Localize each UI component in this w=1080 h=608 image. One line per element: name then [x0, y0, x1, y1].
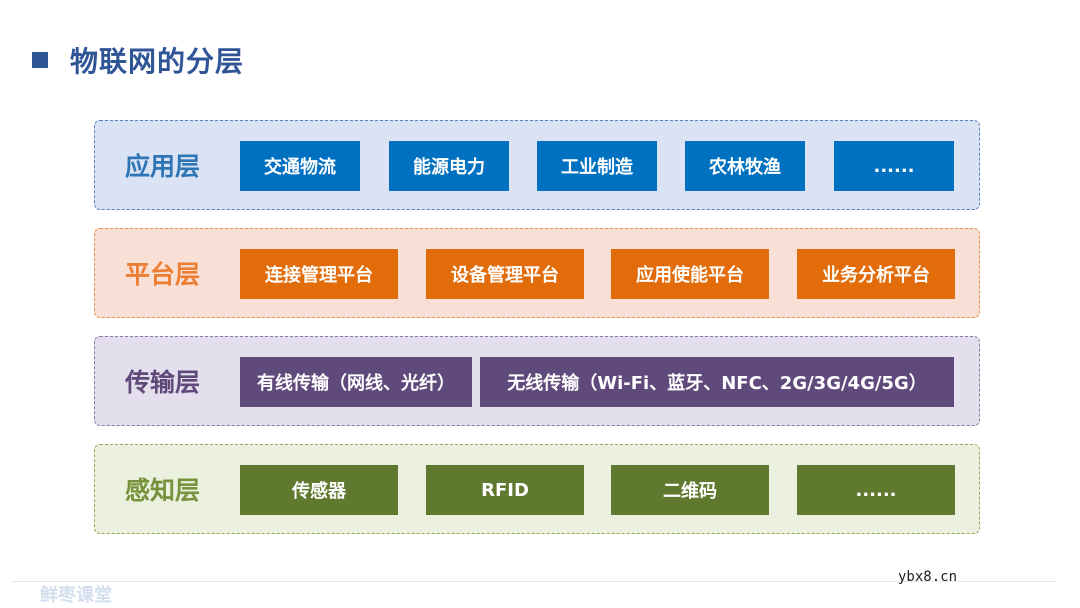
- perception-item-more: ......: [797, 465, 955, 515]
- platform-layer-label: 平台层: [125, 260, 201, 289]
- brand-watermark: 鲜枣课堂: [40, 585, 112, 606]
- perception-item-qr-code: 二维码: [611, 465, 769, 515]
- perception-layer-label: 感知层: [125, 476, 201, 505]
- transport-layer: 传输层 有线传输（网线、光纤） 无线传输（Wi-Fi、蓝牙、NFC、2G/3G/…: [94, 336, 980, 426]
- app-item-energy-power: 能源电力: [389, 141, 509, 191]
- site-url: ybx8.cn: [898, 569, 958, 585]
- platform-item-device-management: 设备管理平台: [426, 249, 584, 299]
- platform-item-connection-management: 连接管理平台: [240, 249, 398, 299]
- app-item-more: ......: [834, 141, 954, 191]
- transport-item-wireless: 无线传输（Wi-Fi、蓝牙、NFC、2G/3G/4G/5G）: [480, 357, 954, 407]
- page-title: 物联网的分层: [70, 45, 245, 78]
- transport-item-wired: 有线传输（网线、光纤）: [240, 357, 472, 407]
- app-item-agriculture: 农林牧渔: [685, 141, 805, 191]
- transport-layer-label: 传输层: [125, 368, 201, 397]
- perception-item-sensor: 传感器: [240, 465, 398, 515]
- platform-item-business-analytics: 业务分析平台: [797, 249, 955, 299]
- app-item-industrial-manufacturing: 工业制造: [537, 141, 657, 191]
- perception-layer: 感知层 传感器 RFID 二维码 ......: [94, 444, 980, 534]
- title-bullet-square: [32, 52, 48, 68]
- page-title-bar: 物联网的分层: [32, 40, 244, 80]
- app-item-transport-logistics: 交通物流: [240, 141, 360, 191]
- platform-item-application-enablement: 应用使能平台: [611, 249, 769, 299]
- perception-item-rfid: RFID: [426, 465, 584, 515]
- application-layer-label: 应用层: [125, 152, 201, 181]
- footer-divider: [12, 581, 1056, 582]
- application-layer: 应用层 交通物流 能源电力 工业制造 农林牧渔 ......: [94, 120, 980, 210]
- platform-layer: 平台层 连接管理平台 设备管理平台 应用使能平台 业务分析平台: [94, 228, 980, 318]
